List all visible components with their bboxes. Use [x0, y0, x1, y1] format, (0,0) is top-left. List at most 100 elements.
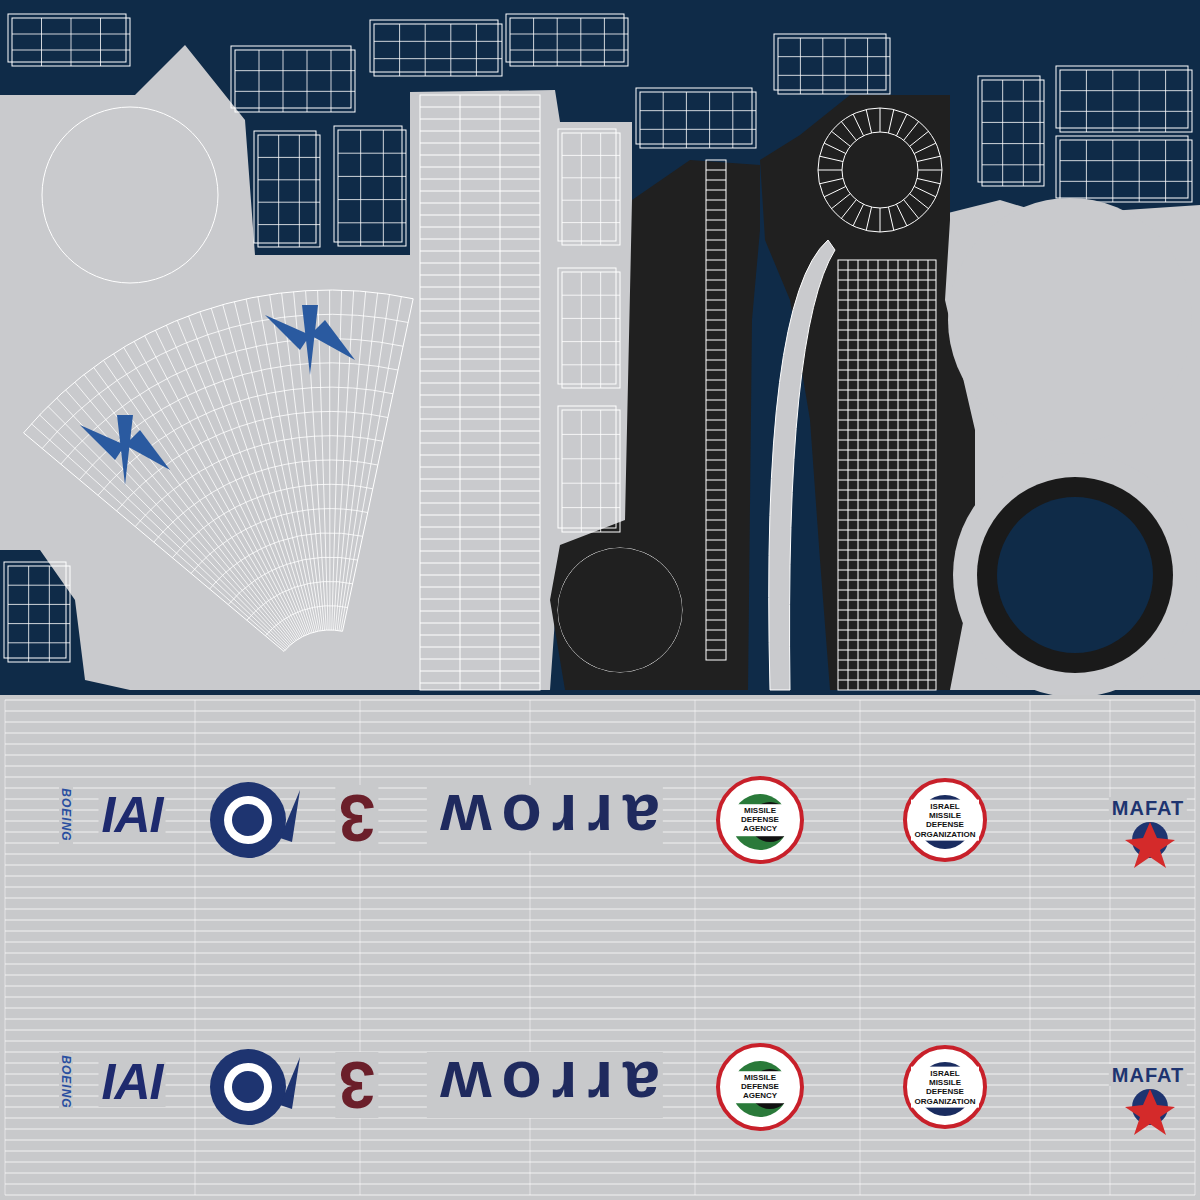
logo-text: BOEING: [59, 785, 73, 844]
wire-line: [706, 250, 726, 251]
wire-line: [838, 430, 936, 431]
wire-line: [1002, 80, 1003, 186]
wire-line: [258, 157, 320, 158]
wire-line: [853, 114, 863, 136]
wire-line: [420, 359, 540, 360]
wire-line: [8, 604, 70, 605]
wire-box: [8, 566, 70, 662]
wire-line: [917, 156, 940, 161]
wire-line: [12, 34, 130, 35]
wire-line: [838, 680, 936, 681]
seal: [718, 778, 802, 862]
wire-line: [695, 700, 696, 1195]
wire-line: [928, 260, 929, 690]
wire-line: [420, 659, 540, 660]
wire-line: [450, 24, 451, 76]
wire-line: [732, 92, 733, 148]
wire-line: [867, 38, 868, 94]
wire-line: [259, 50, 260, 112]
wire-box: [370, 20, 498, 72]
wire-line: [299, 135, 300, 247]
wire-line: [982, 122, 1044, 123]
wire-line: [5, 1019, 1195, 1020]
logo-text: 3: [336, 785, 379, 851]
seal-text: ISRAEL MISSILE DEFENSE ORGANIZATION: [911, 800, 979, 841]
logo-text: IAI: [99, 1057, 166, 1107]
seal-text: ISRAEL MISSILE DEFENSE ORGANIZATION: [911, 1067, 979, 1108]
wire-line: [5, 777, 1195, 778]
wire-line: [338, 176, 406, 177]
wire-line: [896, 204, 906, 226]
wire-line: [706, 580, 726, 581]
wire-line: [258, 224, 320, 225]
roundel: [224, 1063, 272, 1111]
wire-line: [600, 133, 601, 245]
wire-line: [5, 1129, 1195, 1130]
wire-line: [866, 207, 871, 230]
wire-line: [5, 1008, 1195, 1009]
wire-box: [562, 410, 620, 532]
wire-line: [706, 350, 726, 351]
wire-line: [888, 260, 889, 690]
wire-line: [581, 272, 582, 388]
wire-line: [8, 642, 70, 643]
swoosh: [280, 790, 300, 842]
wire-line: [5, 700, 1195, 701]
wire-line: [5, 733, 1195, 734]
disk: [953, 453, 1197, 697]
wire-box: [374, 24, 502, 76]
wire-line: [706, 260, 726, 261]
wire-line: [982, 101, 1044, 102]
wire-line: [420, 191, 540, 192]
wire-line: [838, 580, 936, 581]
wire-line: [706, 310, 726, 311]
wire-line: [581, 410, 582, 532]
wire-line: [420, 287, 540, 288]
wire-line: [420, 167, 540, 168]
wire-box: [558, 268, 616, 384]
wire-line: [838, 570, 936, 571]
wire-line: [706, 300, 726, 301]
wire-line: [706, 560, 726, 561]
wire-line: [838, 370, 936, 371]
wire-line: [600, 272, 601, 388]
wire-line: [5, 766, 1195, 767]
wire-line: [1165, 70, 1166, 132]
wire-line: [338, 199, 406, 200]
wire-line: [706, 390, 726, 391]
wire-line: [838, 530, 936, 531]
wire-line: [49, 566, 50, 662]
wire-line: [1112, 140, 1113, 202]
wire-box: [254, 131, 316, 243]
wire-line: [533, 18, 534, 66]
wire-line: [420, 239, 540, 240]
roundel: [210, 782, 286, 858]
wire-box: [506, 14, 624, 62]
wire-box: [338, 130, 406, 246]
wire-line: [420, 671, 540, 672]
wire-line: [420, 311, 540, 312]
wire-line: [706, 530, 726, 531]
wire-line: [562, 341, 620, 342]
wire-line: [706, 450, 726, 451]
wire-line: [706, 570, 726, 571]
wire-line: [706, 600, 726, 601]
wire-line: [706, 270, 726, 271]
wire-box: [8, 14, 126, 62]
wire-line: [420, 395, 540, 396]
wire-line: [5, 1184, 1195, 1185]
wire-line: [918, 260, 919, 690]
wire-line: [420, 203, 540, 204]
wire-line: [420, 563, 540, 564]
wire-line: [331, 50, 332, 112]
wire-line: [420, 299, 540, 300]
wire-box: [774, 34, 886, 90]
wire-line: [374, 41, 502, 42]
wire-box: [558, 129, 616, 241]
wire-box: [4, 562, 66, 658]
wire-line: [838, 480, 936, 481]
wire-line: [640, 110, 756, 111]
wire-line: [420, 275, 540, 276]
wire-line: [838, 490, 936, 491]
wire-ring: [558, 548, 682, 672]
